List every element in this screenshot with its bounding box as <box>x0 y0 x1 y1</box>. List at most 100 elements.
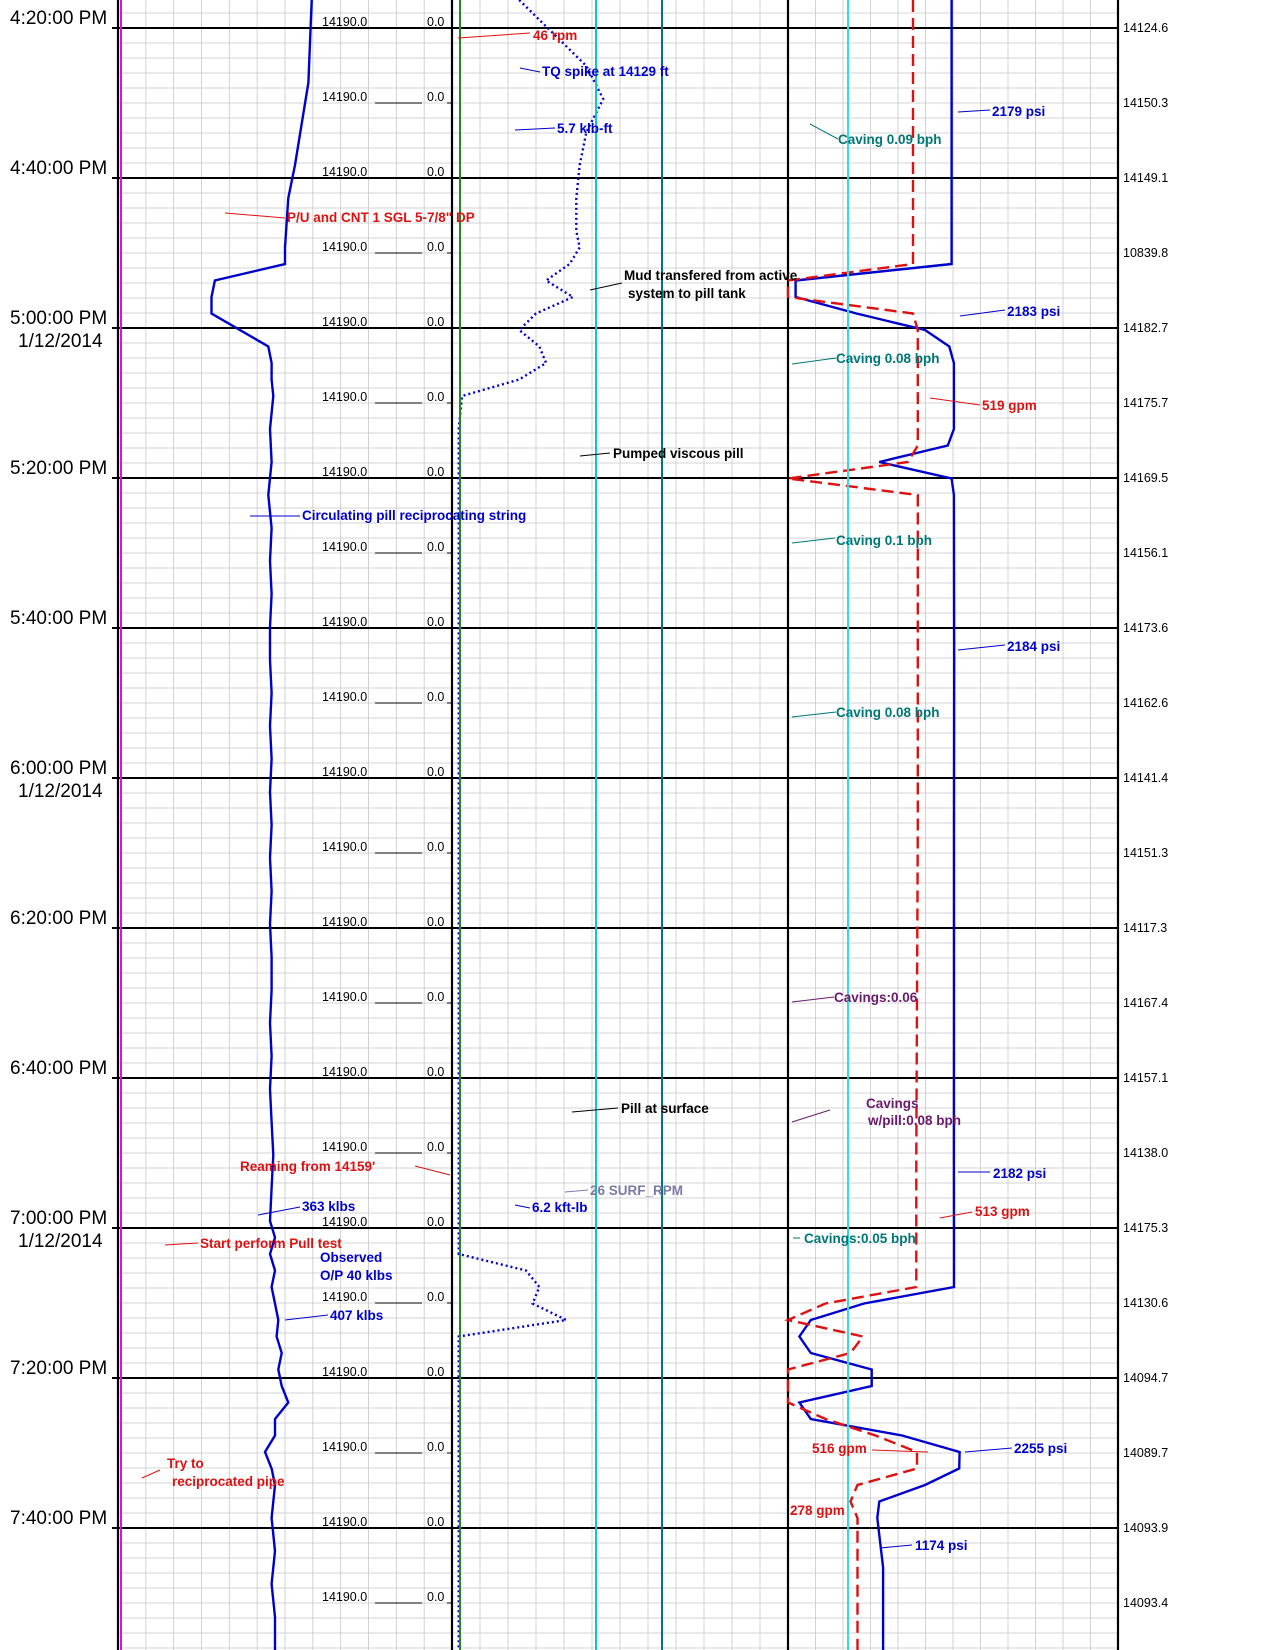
right-value-label: 14173.6 <box>1123 621 1168 635</box>
note-kft-62: 6.2 kft-lb <box>532 1200 588 1215</box>
right-value-label: 14167.4 <box>1123 996 1168 1010</box>
right-value-label: 14162.6 <box>1123 696 1168 710</box>
annotations: P/U and CNT 1 SGL 5-7/8" DP Circulating … <box>141 28 1067 1553</box>
right-value-label: 14175.3 <box>1123 1221 1168 1235</box>
zero-label: 0.0 <box>427 1440 444 1454</box>
leader-psi-2255 <box>964 1447 1013 1453</box>
zero-label: 0.0 <box>427 915 444 929</box>
depth-label: 14190.0 <box>322 390 367 404</box>
depth-label: 14190.0 <box>322 90 367 104</box>
note-mud-transfer-2: system to pill tank <box>628 286 746 301</box>
leader-caving-01 <box>791 537 836 544</box>
zero-label: 0.0 <box>427 315 444 329</box>
zero-label: 0.0 <box>427 990 444 1004</box>
note-surf-rpm: 26 SURF_RPM <box>590 1183 683 1198</box>
time-label: 7:20:00 PM <box>10 1358 107 1379</box>
zero-label: 0.0 <box>427 465 444 479</box>
zero-label: 0.0 <box>427 390 444 404</box>
note-psi-2184: 2184 psi <box>1007 639 1060 654</box>
note-psi-2183: 2183 psi <box>1007 304 1060 319</box>
leader-kft-62 <box>514 1204 531 1209</box>
note-cavings-005: Cavings:0.05 bph <box>804 1231 916 1246</box>
right-value-label: 14156.1 <box>1123 546 1168 560</box>
zero-label: 0.0 <box>427 165 444 179</box>
right-value-label: 14138.0 <box>1123 1146 1168 1160</box>
note-tq-57: 5.7 klb-ft <box>557 121 613 136</box>
leader-psi-1174 <box>879 1544 913 1549</box>
time-axis-labels: 4:20:00 PM4:40:00 PM5:00:00 PM1/12/20145… <box>10 8 107 1529</box>
note-caving-01: Caving 0.1 bph <box>836 533 932 548</box>
depth-label: 14190.0 <box>322 1065 367 1079</box>
right-value-label: 14175.7 <box>1123 396 1168 410</box>
leader-tq-spike <box>519 67 541 73</box>
right-value-label: 14124.6 <box>1123 21 1168 35</box>
leader-psi-2184 <box>957 644 1006 651</box>
date-label: 1/12/2014 <box>18 781 103 802</box>
leader-cavings-pill <box>791 1109 831 1123</box>
leader-rpm <box>457 32 531 39</box>
series-torque <box>457 0 605 1650</box>
leader-pumped-pill <box>579 452 611 457</box>
right-value-label: 14157.1 <box>1123 1071 1168 1085</box>
zero-label: 0.0 <box>427 690 444 704</box>
depth-label: 14190.0 <box>322 240 367 254</box>
note-try-1: Try to <box>167 1456 204 1471</box>
series-standpipe <box>794 0 961 1650</box>
zero-label: 0.0 <box>427 15 444 29</box>
note-cavings-pill-1: Cavings <box>866 1096 919 1111</box>
depth-label: 14190.0 <box>322 1365 367 1379</box>
depth-label: 14190.0 <box>322 1290 367 1304</box>
note-try-2: reciprocated pipe <box>172 1474 285 1489</box>
zero-label: 0.0 <box>427 1215 444 1229</box>
right-value-label: 14150.3 <box>1123 96 1168 110</box>
leader-psi-2179 <box>957 109 991 113</box>
leader-pull-test <box>164 1242 199 1246</box>
date-label: 1/12/2014 <box>18 1231 103 1252</box>
right-value-label: 14141.4 <box>1123 771 1168 785</box>
right-value-label: 14130.6 <box>1123 1296 1168 1310</box>
time-label: 7:00:00 PM <box>10 1208 107 1229</box>
depth-label: 14190.0 <box>322 1215 367 1229</box>
depth-label: 14190.0 <box>322 1515 367 1529</box>
leader-hook-363 <box>257 1206 301 1216</box>
leader-hook-407 <box>284 1314 329 1321</box>
grid <box>112 0 1120 1650</box>
time-label: 7:40:00 PM <box>10 1508 107 1529</box>
note-observed-1: Observed <box>320 1250 382 1265</box>
zero-label: 0.0 <box>427 1290 444 1304</box>
note-gpm-516: 516 gpm <box>812 1441 867 1456</box>
leader-caving-009 <box>809 123 839 140</box>
zero-label: 0.0 <box>427 1140 444 1154</box>
leader-gpm-516 <box>871 1449 929 1453</box>
time-label: 5:00:00 PM <box>10 308 107 329</box>
note-pu-cnt: P/U and CNT 1 SGL 5-7/8" DP <box>287 210 475 225</box>
leader-caving-008b <box>791 711 837 718</box>
leader-psi-2183 <box>959 309 1006 317</box>
leader-gpm-519 <box>929 397 981 406</box>
time-label: 6:20:00 PM <box>10 908 107 929</box>
leader-gpm-513 <box>939 1211 973 1219</box>
time-label: 4:40:00 PM <box>10 158 107 179</box>
right-value-label: 14151.3 <box>1123 846 1168 860</box>
leader-mud-transfer <box>589 282 623 291</box>
zero-label: 0.0 <box>427 540 444 554</box>
note-caving-009: Caving 0.09 bph <box>838 132 942 147</box>
date-label: 1/12/2014 <box>18 331 103 352</box>
right-value-label: 14093.4 <box>1123 1596 1168 1610</box>
note-gpm-278: 278 gpm <box>790 1503 845 1518</box>
depth-label: 14190.0 <box>322 15 367 29</box>
depth-labels: 14190.0 0.0 14190.0 0.0 14190.0 0.0 14190.0 0.0… <box>322 15 452 1604</box>
note-mud-transfer-1: Mud transfered from active <box>624 268 798 283</box>
note-caving-008a: Caving 0.08 bph <box>836 351 940 366</box>
note-pill-surface: Pill at surface <box>621 1101 709 1116</box>
note-cavings-006: Cavings:0.06 <box>834 990 918 1005</box>
right-value-label: 10839.8 <box>1123 246 1168 260</box>
leader-tq-57 <box>514 127 556 131</box>
note-tq-spike: TQ spike at 14129 ft <box>542 64 669 79</box>
depth-label: 14190.0 <box>322 915 367 929</box>
note-pumped-pill: Pumped viscous pill <box>613 446 744 461</box>
note-reaming: Reaming from 14159' <box>240 1159 375 1174</box>
right-value-label: 14149.1 <box>1123 171 1168 185</box>
depth-label: 14190.0 <box>322 315 367 329</box>
note-hook-363: 363 klbs <box>302 1199 355 1214</box>
